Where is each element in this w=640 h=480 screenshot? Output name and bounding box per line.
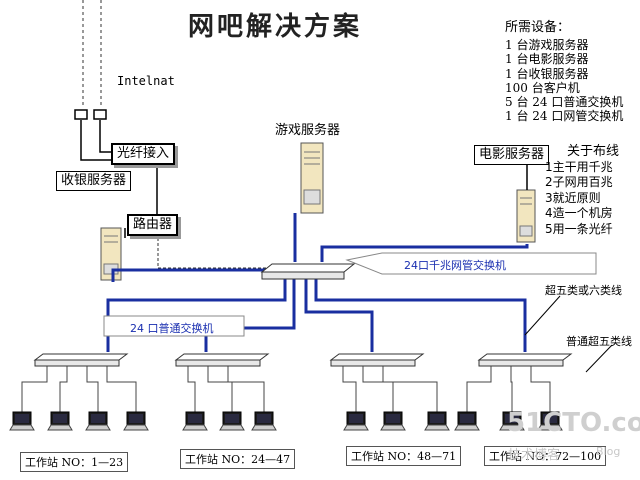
laptop-icon xyxy=(499,411,525,431)
workstation-group-label: 工作站 NO：24—47 xyxy=(180,449,296,469)
access-switch-banner-frame xyxy=(103,315,245,337)
cashier-server-label: 收银服务器 xyxy=(56,171,132,191)
modem-icon xyxy=(93,109,107,120)
cashier-server-icon xyxy=(100,227,122,281)
workstation-link xyxy=(530,366,551,414)
watermark-site: 51CTO.com xyxy=(507,408,640,438)
laptop-icon xyxy=(424,411,450,431)
laptop-icon xyxy=(47,411,73,431)
core-switch-banner-frame xyxy=(345,252,597,275)
workstation-link xyxy=(382,366,438,414)
workstation-link xyxy=(466,366,492,414)
laptop-icon xyxy=(454,411,480,431)
workstation-link xyxy=(59,366,68,414)
laptop-icon xyxy=(182,411,208,431)
workstation-link xyxy=(106,366,137,414)
core-switch-icon xyxy=(260,263,356,280)
wiring-notes: 关于布线 1主干用千兆 2子网用百兆 3就近原则 4造一个机房 5用一条光纤 xyxy=(545,144,619,237)
fiber-access-label: 光纤接入 xyxy=(111,143,176,165)
workstation-group-label: 工作站 NO：1—23 xyxy=(20,452,129,472)
wiring-notes-heading: 关于布线 xyxy=(567,144,620,159)
workstation-link xyxy=(342,366,357,414)
laptop-icon xyxy=(380,411,406,431)
modem-icon xyxy=(74,109,88,120)
game-server-icon xyxy=(300,142,324,214)
backbone-cable-label: 超五类或六类线 xyxy=(545,284,622,297)
requirement-item: 5 台 24 口普通交换机 xyxy=(505,95,624,110)
workstation-group-label: 工作站 NO：72—100 xyxy=(484,446,607,466)
requirements-list: 1 台游戏服务器 1 台电影服务器 1 台收银服务器 100 台客户机 5 台 … xyxy=(505,38,623,124)
laptop-icon xyxy=(123,411,149,431)
laptop-icon xyxy=(537,411,563,431)
requirement-item: 1 台收银服务器 xyxy=(505,66,589,81)
requirement-item: 1 台电影服务器 xyxy=(505,52,589,67)
wan-link xyxy=(80,120,158,238)
workstation-link xyxy=(187,366,196,414)
laptop-icon xyxy=(219,411,245,431)
laptop-icon xyxy=(9,411,35,431)
wiring-note: 5用一条光纤 xyxy=(545,221,613,236)
access-switch-icon xyxy=(33,353,129,367)
laptop-icon xyxy=(343,411,369,431)
movie-server-icon xyxy=(516,189,536,243)
workstation-link xyxy=(21,366,48,414)
router-to-switch-link xyxy=(157,238,272,269)
workstation-link xyxy=(362,366,394,414)
access-switch-icon xyxy=(477,353,573,367)
requirement-item: 100 台客户机 xyxy=(505,80,580,95)
workstation-link xyxy=(207,366,233,414)
watermark-blog: Blog xyxy=(596,445,621,458)
normal-cable-label: 普通超五类线 xyxy=(566,335,632,348)
game-server-label: 游戏服务器 xyxy=(275,123,341,138)
access-switch-icon xyxy=(174,353,270,367)
wiring-note: 4造一个机房 xyxy=(545,206,613,220)
access-switch-icon xyxy=(329,353,425,367)
workstation-link xyxy=(510,366,513,414)
requirement-item: 1 台 24 口网管交换机 xyxy=(505,109,624,124)
workstation-link xyxy=(86,366,99,414)
laptop-icon xyxy=(251,411,277,431)
cable-pointers xyxy=(524,295,613,373)
core-switch-label: 24口千兆网管交换机 xyxy=(404,259,506,272)
wiring-note: 3就近原则 xyxy=(545,190,601,205)
wiring-note: 1主干用千兆 xyxy=(545,159,613,174)
router-label: 路由器 xyxy=(127,214,179,236)
requirement-item: 1 台游戏服务器 xyxy=(505,38,589,52)
workstation-group-label: 工作站 NO：48—71 xyxy=(346,446,462,466)
page-title: 网吧解决方案 xyxy=(188,12,363,42)
internet-antenna xyxy=(82,0,102,108)
laptop-icon xyxy=(85,411,111,431)
wiring-note: 2子网用百兆 xyxy=(545,175,613,189)
movie-server-label: 电影服务器 xyxy=(474,145,550,165)
workstation-link xyxy=(227,366,265,414)
access-switch-label: 24 口普通交换机 xyxy=(130,322,214,335)
internet-label: Intelnat xyxy=(117,74,175,88)
requirements-heading: 所需设备： xyxy=(505,20,571,35)
watermark-sub: 技术博客 xyxy=(508,448,561,463)
